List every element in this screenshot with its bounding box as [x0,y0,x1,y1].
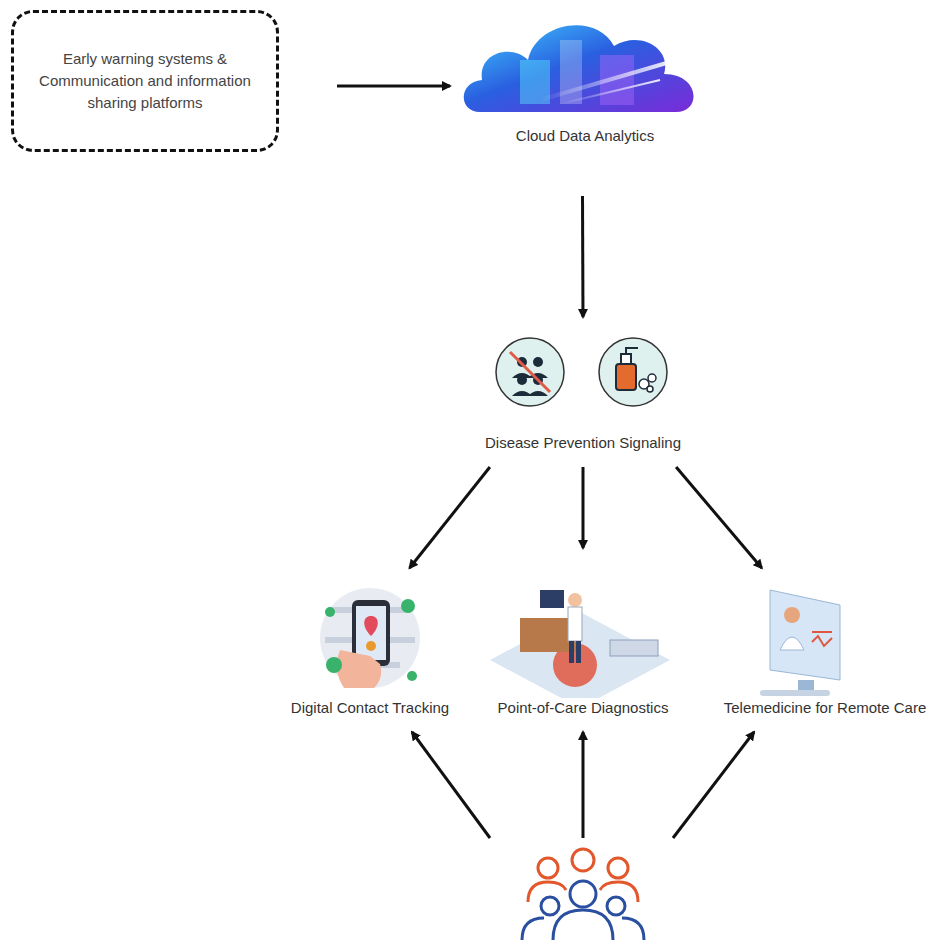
cloud-icon [464,25,694,112]
tracking-node: Digital Contact Tracking [280,582,460,718]
people-icon [522,849,644,940]
telemedicine-icon [760,590,840,696]
telemedicine-node: Telemedicine for Remote Care [712,582,938,718]
signal-node: Disease Prevention Signaling [450,335,716,453]
arrow-connector [581,196,585,317]
node-label: Early warning systems & Communication an… [32,48,258,113]
arrow-connector [582,467,585,548]
arrow-connector [410,467,490,568]
contact-tracking-icon [320,588,420,688]
cloud-node: Cloud Data Analytics [460,8,710,146]
node-label: Cloud Data Analytics [514,126,656,146]
dashed-box: Early warning systems & Communication an… [11,10,279,152]
diagnostics-node: Point-of-Care Diagnostics [492,572,674,718]
arrow-connector [337,85,450,88]
node-label: Digital Contact Tracking [289,698,451,718]
point-of-care-icon [490,590,670,708]
node-label: Telemedicine for Remote Care [722,698,929,718]
arrow-connector [676,467,762,568]
prevention-icons [496,338,667,406]
node-label: Disease Prevention Signaling [483,433,683,453]
node-label: Point-of-Care Diagnostics [496,698,671,718]
people-arrows [412,732,754,838]
